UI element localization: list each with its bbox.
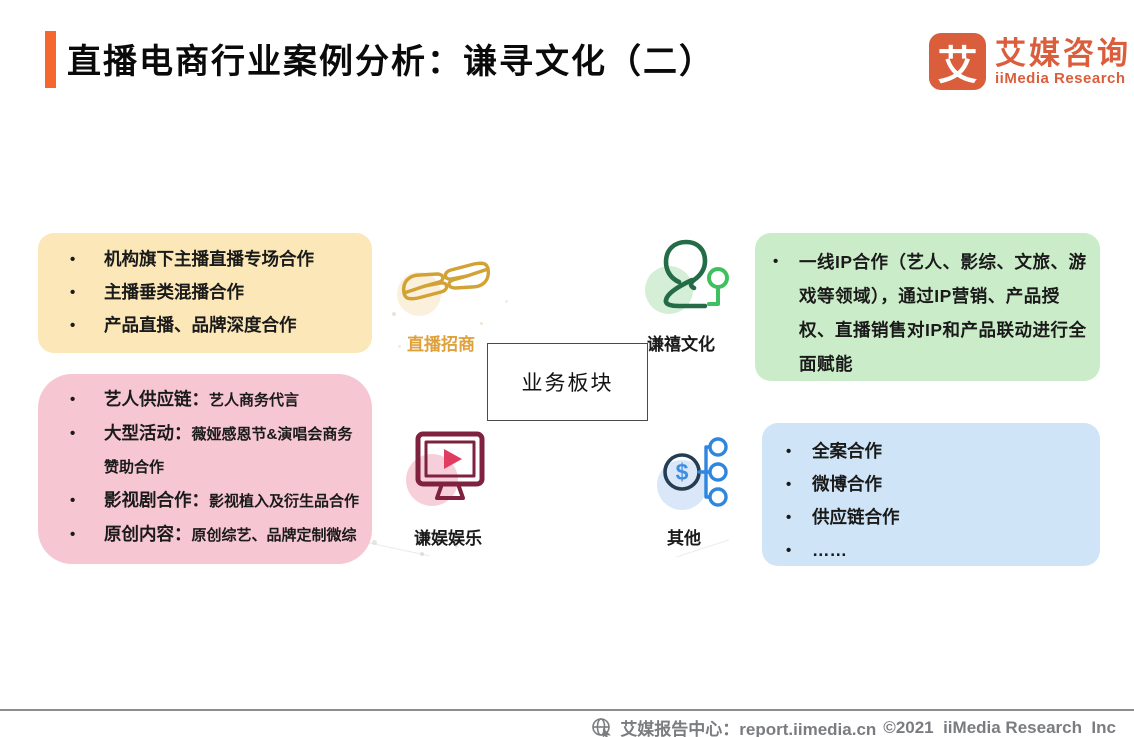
bullet-text: …… <box>812 540 847 560</box>
center-node-business-sectors: 业务板块 <box>487 343 648 421</box>
footer-copyright: ©2021 iiMedia Research Inc <box>883 717 1116 737</box>
bullet-text: 一线IP合作（艺人、影综、文旅、游戏等领域），通过IP营销、产品授权、直播销售对… <box>799 252 1087 374</box>
iimedia-logo-mark-icon: 艾 <box>929 33 986 90</box>
bullet-icon: • <box>70 317 76 334</box>
list-item: • 影视剧合作：影视植入及衍生品合作 <box>64 484 360 518</box>
qianyu-icon-group <box>406 428 494 514</box>
person-microphone-icon <box>663 239 729 309</box>
list-item: • 一线IP合作（艺人、影综、文旅、游戏等领域），通过IP营销、产品授权、直播销… <box>769 245 1088 381</box>
logo-brand-name: 艾媒咨询 <box>995 35 1131 71</box>
bullet-icon: • <box>786 443 792 460</box>
bullet-label: 原创内容： <box>104 524 192 544</box>
qianxi-icon-group <box>645 236 737 318</box>
logo-brand-name-en: iiMedia Research <box>995 69 1126 87</box>
svg-text:$: $ <box>676 459 689 485</box>
list-item: • 原创内容：原创综艺、品牌定制微综 <box>64 518 360 552</box>
iimedia-logo: 艾 艾媒咨询 iiMedia Research <box>929 33 1131 90</box>
bullet-text: 全案合作 <box>812 441 882 461</box>
bullet-label: 影视剧合作： <box>104 490 209 510</box>
bullet-text: 微博合作 <box>812 474 882 494</box>
list-item: • 供应链合作 <box>782 501 1090 534</box>
bullet-icon: • <box>773 253 779 270</box>
list-item: • …… <box>782 534 1090 567</box>
dollar-network-icon: $ <box>663 437 728 507</box>
footer-report-center: 艾媒报告中心：report.iimedia.cn <box>620 720 877 737</box>
bullet-icon: • <box>786 509 792 526</box>
bullet-text: 供应链合作 <box>812 507 900 527</box>
bullet-desc: 薇娅感恩节&演唱会商务赞助合作 <box>104 426 353 476</box>
list-item: • 机构旗下主播直播专场合作 <box>64 243 362 276</box>
other-icon-group: $ <box>655 432 735 518</box>
qianyu-bullet-box: • 艺人供应链：艺人商务代言 • 大型活动：薇娅感恩节&演唱会商务赞助合作 • … <box>38 374 372 564</box>
branch-label-other: 其他 <box>667 529 701 548</box>
bullet-icon: • <box>70 391 76 408</box>
qianxi-bullet-box: • 一线IP合作（艺人、影综、文旅、游戏等领域），通过IP营销、产品授权、直播销… <box>755 233 1100 381</box>
bullet-desc: 影视植入及衍生品合作 <box>209 493 360 510</box>
hands-exchange-icon <box>402 261 490 301</box>
bullet-text: 产品直播、品牌深度合作 <box>104 315 297 335</box>
globe-cursor-icon <box>592 717 612 737</box>
title-accent-bar <box>45 31 56 88</box>
list-item: • 全案合作 <box>782 435 1090 468</box>
branch-label-qianxi: 谦禧文化 <box>647 335 715 354</box>
branch-label-qianyu: 谦娱娱乐 <box>414 529 482 548</box>
bullet-label: 大型活动： <box>104 423 192 443</box>
page-title: 直播电商行业案例分析：谦寻文化（二） <box>67 43 715 81</box>
footer-divider <box>0 709 1134 711</box>
bullet-icon: • <box>786 542 792 559</box>
center-node-label: 业务板块 <box>521 372 614 395</box>
bullet-icon: • <box>70 284 76 301</box>
list-item: • 艺人供应链：艺人商务代言 <box>64 383 360 417</box>
bullet-icon: • <box>70 251 76 268</box>
other-bullet-box: • 全案合作 • 微博合作 • 供应链合作 • …… <box>762 423 1100 566</box>
monitor-play-icon <box>415 431 485 500</box>
list-item: • 产品直播、品牌深度合作 <box>64 309 362 342</box>
list-item: • 大型活动：薇娅感恩节&演唱会商务赞助合作 <box>64 417 360 484</box>
bullet-icon: • <box>70 526 76 543</box>
bullet-icon: • <box>786 476 792 493</box>
bullet-icon: • <box>70 425 76 442</box>
zhaoshang-icon-group <box>395 250 490 316</box>
list-item: • 微博合作 <box>782 468 1090 501</box>
bullet-desc: 艺人商务代言 <box>209 392 300 409</box>
bullet-text: 机构旗下主播直播专场合作 <box>104 249 314 269</box>
list-item: • 主播垂类混播合作 <box>64 276 362 309</box>
branch-label-zhaoshang: 直播招商 <box>407 335 475 354</box>
bullet-desc: 原创综艺、品牌定制微综 <box>191 527 357 544</box>
logo-glyph: 艾 <box>937 43 978 88</box>
bullet-text: 主播垂类混播合作 <box>104 282 244 302</box>
footer: 艾媒报告中心：report.iimedia.cn ©2021 iiMedia R… <box>591 715 1116 737</box>
zhaoshang-bullet-box: • 机构旗下主播直播专场合作 • 主播垂类混播合作 • 产品直播、品牌深度合作 <box>38 233 372 353</box>
bullet-label: 艺人供应链： <box>104 389 209 409</box>
bullet-icon: • <box>70 492 76 509</box>
